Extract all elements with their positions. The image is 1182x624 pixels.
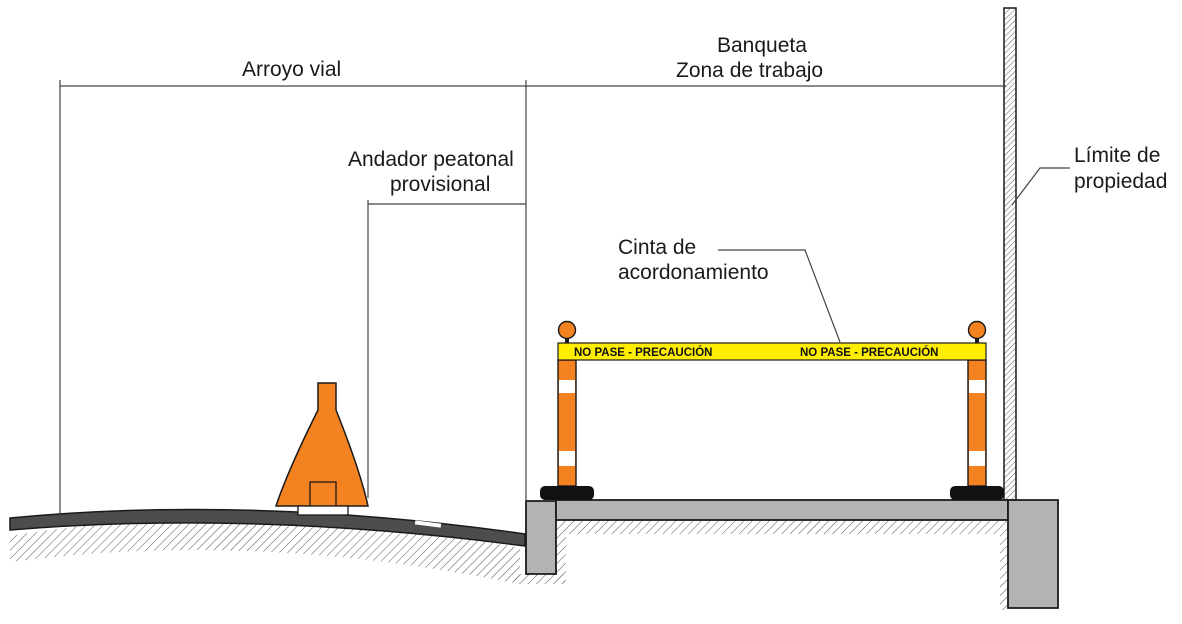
label-property-line1: Límite de (1074, 144, 1160, 167)
barricade-post-right (950, 320, 1004, 500)
curb (525, 500, 557, 575)
road-marking (414, 520, 442, 528)
roadway-dimension (59, 80, 526, 514)
cone-base (297, 505, 349, 516)
property-wall (1003, 7, 1017, 501)
tape-leader-line (718, 249, 841, 343)
caution-tape (557, 342, 987, 361)
wall-foundation (1007, 499, 1059, 609)
post-light-left (557, 320, 577, 340)
barricade-post-left (540, 320, 594, 500)
tape-text-right: NO PASE - PRECAUCIÓN (800, 346, 938, 359)
label-sidewalk-line1: Banqueta (717, 34, 807, 57)
roadway-asphalt (9, 508, 526, 547)
post-base-right (950, 486, 1004, 500)
cone-body (274, 382, 369, 507)
label-sidewalk-line2: Zona de trabajo (676, 59, 823, 82)
label-walkway-line1: Andador peatonal (348, 148, 514, 171)
label-property-line2: propiedad (1074, 170, 1167, 193)
cone-window (309, 481, 337, 507)
road-subgrade-hatching (10, 518, 520, 583)
label-roadway: Arroyo vial (242, 58, 341, 81)
tape-text-left: NO PASE - PRECAUCIÓN (574, 346, 712, 359)
sidewalk-slab (555, 499, 1009, 521)
curb-base-hatching (514, 574, 564, 584)
label-walkway-line2: provisional (390, 173, 490, 196)
sidewalk-subgrade-hatching (556, 520, 1008, 610)
label-tape-line1: Cinta de (618, 236, 696, 259)
label-tape-line2: acordonamiento (618, 261, 769, 284)
post-base-left (540, 486, 594, 500)
post-light-right (967, 320, 987, 340)
property-leader-line (1011, 167, 1070, 206)
traffic-barrier-cone (274, 382, 369, 516)
walkway-dimension (367, 200, 526, 498)
sidewalk-dimension (525, 80, 1006, 500)
